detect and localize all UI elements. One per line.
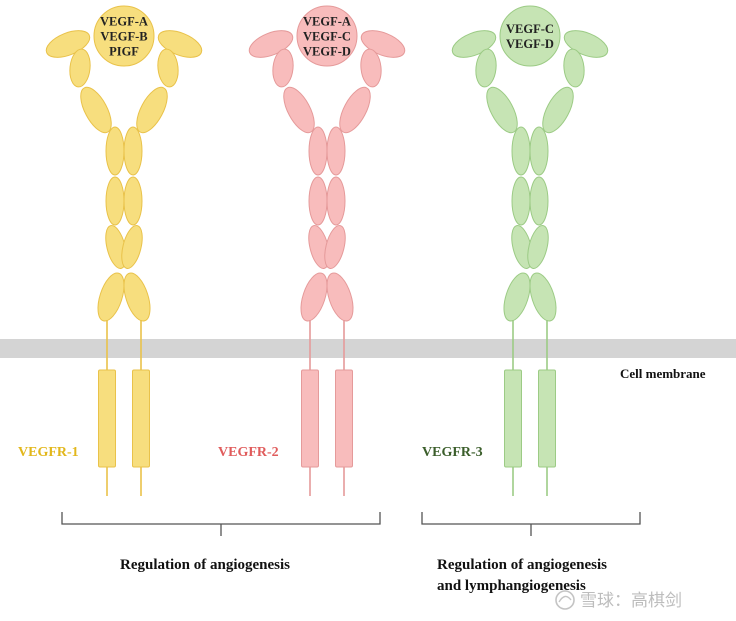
ig-domain-arm-right	[136, 86, 168, 134]
watermark-text: 雪球：高棋剑	[580, 591, 682, 611]
regulation-label-line-1: Regulation of angiogenesis	[437, 557, 607, 573]
ig-domain-arm-right	[339, 86, 371, 134]
ig-domain-chain-left-1	[105, 126, 125, 176]
ig-domain-chain-right-1	[123, 126, 143, 176]
snowball-logo-icon	[555, 590, 575, 610]
regulation-label-line-2: and lymphangiogenesis	[437, 578, 586, 594]
ig-domain-cross-right	[527, 225, 549, 269]
ig-domain-chain-right-2	[326, 176, 346, 226]
watermark: 雪球：高棋剑	[555, 590, 682, 611]
ig-domain-chain-left-1	[511, 126, 531, 176]
cell-membrane-label: Cell membrane	[620, 366, 706, 381]
bracket-lymphangiogenesis	[421, 512, 641, 536]
ig-domain-chain-right-1	[326, 126, 346, 176]
ig-domain-arm-right	[542, 86, 574, 134]
ig-domain-base-left	[503, 272, 531, 322]
ligand-circle	[93, 5, 155, 67]
ig-domain-chain-left-1	[308, 126, 328, 176]
cell-membrane	[0, 339, 736, 358]
ig-domain-base-right	[529, 272, 557, 322]
ig-domain-arm-left	[283, 86, 315, 134]
bracket-angiogenesis	[61, 512, 381, 536]
kinase-domain-2	[335, 369, 353, 468]
receptor-label: VEGFR-3	[422, 445, 483, 460]
ig-domain-base-right	[123, 272, 151, 322]
ig-domain-chain-right-2	[529, 176, 549, 226]
regulation-label-angiogenesis: Regulation of angiogenesis	[120, 557, 290, 573]
ig-domain-wing-left-2	[475, 48, 497, 88]
ligand-label: VEGF-C	[506, 22, 554, 36]
receptor-label: VEGFR-2	[218, 445, 279, 460]
ig-domain-wing-right-2	[157, 48, 179, 88]
ig-domain-cross-right	[121, 225, 143, 269]
ligand-label: VEGF-D	[303, 45, 351, 59]
ig-domain-base-left	[300, 272, 328, 322]
receptor-layer: VEGF-AVEGF-BPIGFVEGFR-1VEGF-AVEGF-CVEGF-…	[18, 5, 609, 496]
ig-domain-arm-left	[486, 86, 518, 134]
ig-domain-chain-right-1	[529, 126, 549, 176]
ig-domain-wing-right-2	[360, 48, 382, 88]
ligand-label: VEGF-A	[303, 15, 351, 29]
ig-domain-arm-left	[80, 86, 112, 134]
ligand-label: VEGF-A	[100, 15, 148, 29]
ig-domain-base-left	[97, 272, 125, 322]
kinase-domain-1	[98, 369, 116, 468]
ig-domain-chain-right-2	[123, 176, 143, 226]
ig-domain-wing-left-2	[69, 48, 91, 88]
ligand-label: VEGF-B	[100, 30, 147, 44]
ig-domain-chain-left-2	[511, 176, 531, 226]
ig-domain-chain-left-2	[105, 176, 125, 226]
receptor-label: VEGFR-1	[18, 445, 79, 460]
ig-domain-cross-right	[324, 225, 346, 269]
kinase-domain-1	[301, 369, 319, 468]
ig-domain-base-right	[326, 272, 354, 322]
kinase-domain-2	[132, 369, 150, 468]
snowball-logo-swirl	[558, 595, 572, 603]
ig-domain-wing-left-2	[272, 48, 294, 88]
kinase-domain-2	[538, 369, 556, 468]
ig-domain-wing-right-2	[563, 48, 585, 88]
ligand-label: VEGF-C	[303, 30, 351, 44]
ligand-label: PIGF	[109, 45, 139, 59]
ligand-circle	[499, 5, 561, 67]
kinase-domain-1	[504, 369, 522, 468]
ligand-label: VEGF-D	[506, 37, 554, 51]
ig-domain-chain-left-2	[308, 176, 328, 226]
ligand-circle	[296, 5, 358, 67]
